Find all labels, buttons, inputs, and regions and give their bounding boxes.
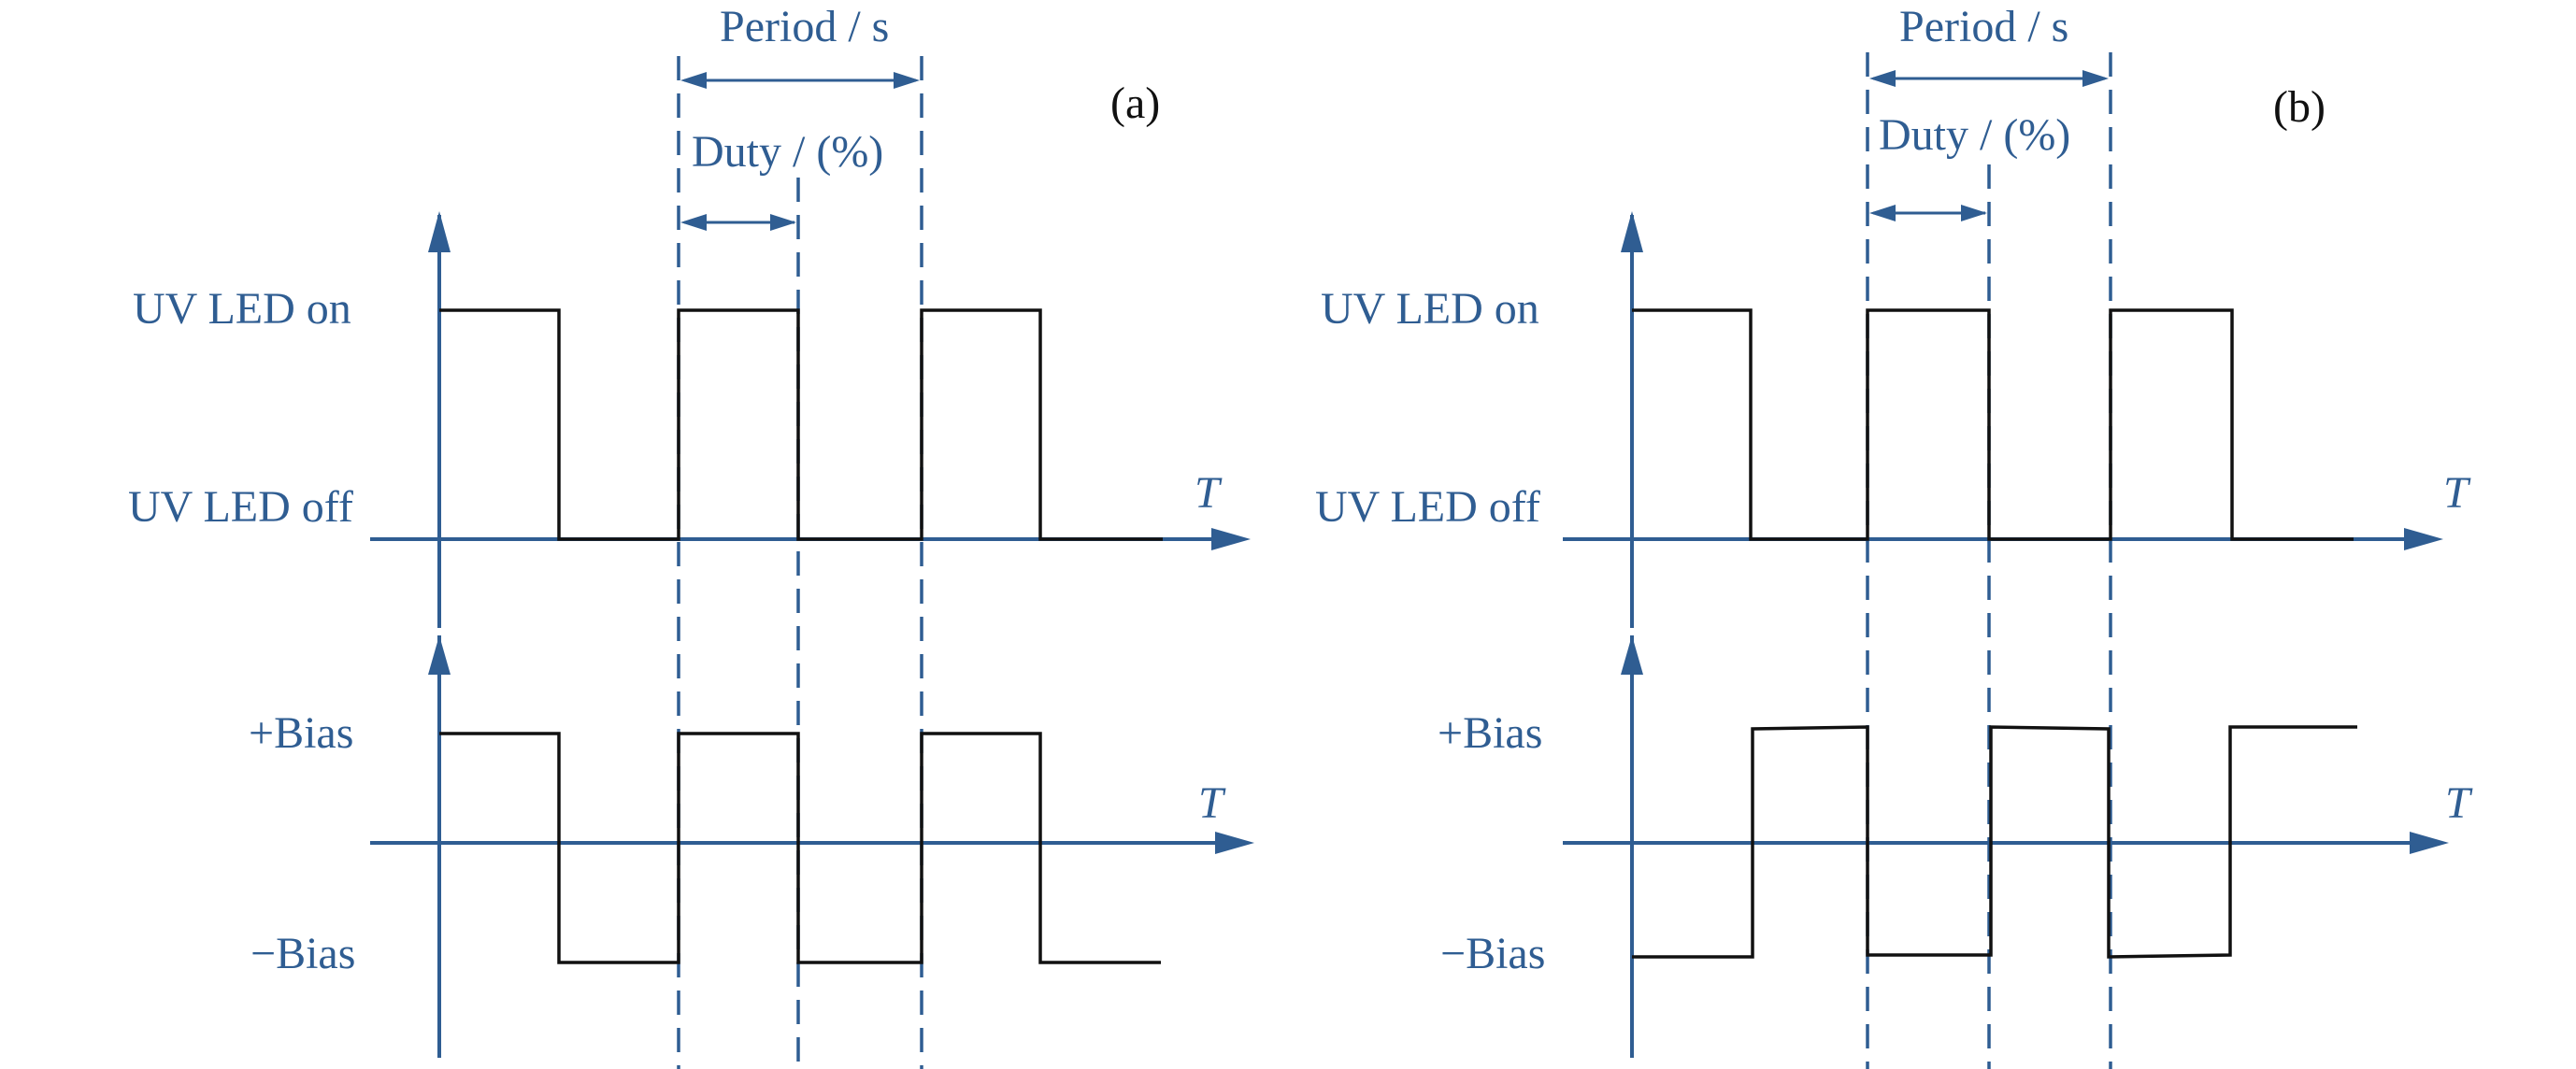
panel-b-bias-y-arrowhead xyxy=(1621,635,1643,675)
panel-b-led-off-label: UV LED off xyxy=(1315,482,1540,532)
panel-b-bias-pos-label: +Bias xyxy=(1438,708,1542,758)
panel-a-duty-arrowhead-right xyxy=(770,214,796,231)
panel-b-duty-arrowhead-left xyxy=(1869,205,1896,221)
panel-b: (b) Period / s Duty / (%) UV LED on UV L… xyxy=(1315,2,2473,1069)
panel-b-bias-waveform xyxy=(1632,725,2357,959)
panel-b-duty-arrowhead-right xyxy=(1961,205,1987,221)
panel-b-period-arrowhead-right xyxy=(2082,70,2109,87)
panel-a-period-arrowhead-left xyxy=(680,72,707,89)
panel-a-bias-time-arrowhead xyxy=(1215,832,1254,854)
panel-a-led-off-label: UV LED off xyxy=(128,482,353,532)
panel-a-bias-pos-label: +Bias xyxy=(249,708,353,758)
panel-a-time-axis-label-bottom: T xyxy=(1198,778,1226,828)
panel-b-time-axis-label-bottom: T xyxy=(2445,778,2473,828)
panel-a: (a) Period / s Duty / (%) UV LED on UV L… xyxy=(128,2,1254,1069)
panel-a-time-axis-label-top: T xyxy=(1195,468,1223,518)
panel-a-tag: (a) xyxy=(1110,78,1160,128)
panel-b-time-axis-label-top: T xyxy=(2443,468,2471,518)
panel-a-led-time-arrowhead xyxy=(1211,528,1251,550)
panel-b-duty-label: Duty / (%) xyxy=(1879,110,2070,160)
panel-a-led-y-arrowhead xyxy=(428,211,451,252)
panel-a-led-on-label: UV LED on xyxy=(133,284,351,334)
panel-b-tag: (b) xyxy=(2273,82,2326,132)
panel-b-period-arrowhead-left xyxy=(1869,70,1896,87)
panel-a-period-label: Period / s xyxy=(720,2,889,51)
panel-a-bias-waveform xyxy=(439,732,1161,964)
panel-b-bias-neg-label: −Bias xyxy=(1440,929,1545,978)
panel-a-period-arrowhead-right xyxy=(894,72,920,89)
panel-b-led-time-arrowhead xyxy=(2404,528,2443,550)
panel-b-led-y-arrowhead xyxy=(1621,211,1643,252)
panel-a-led-waveform xyxy=(439,308,1163,541)
panel-a-duty-label: Duty / (%) xyxy=(692,127,883,177)
panel-b-led-on-label: UV LED on xyxy=(1321,284,1539,334)
panel-b-led-waveform xyxy=(1632,308,2354,541)
panel-a-duty-arrowhead-left xyxy=(680,214,707,231)
panel-a-bias-neg-label: −Bias xyxy=(250,929,355,978)
panel-b-bias-time-arrowhead xyxy=(2410,832,2449,854)
panel-b-period-label: Period / s xyxy=(1899,2,2068,51)
